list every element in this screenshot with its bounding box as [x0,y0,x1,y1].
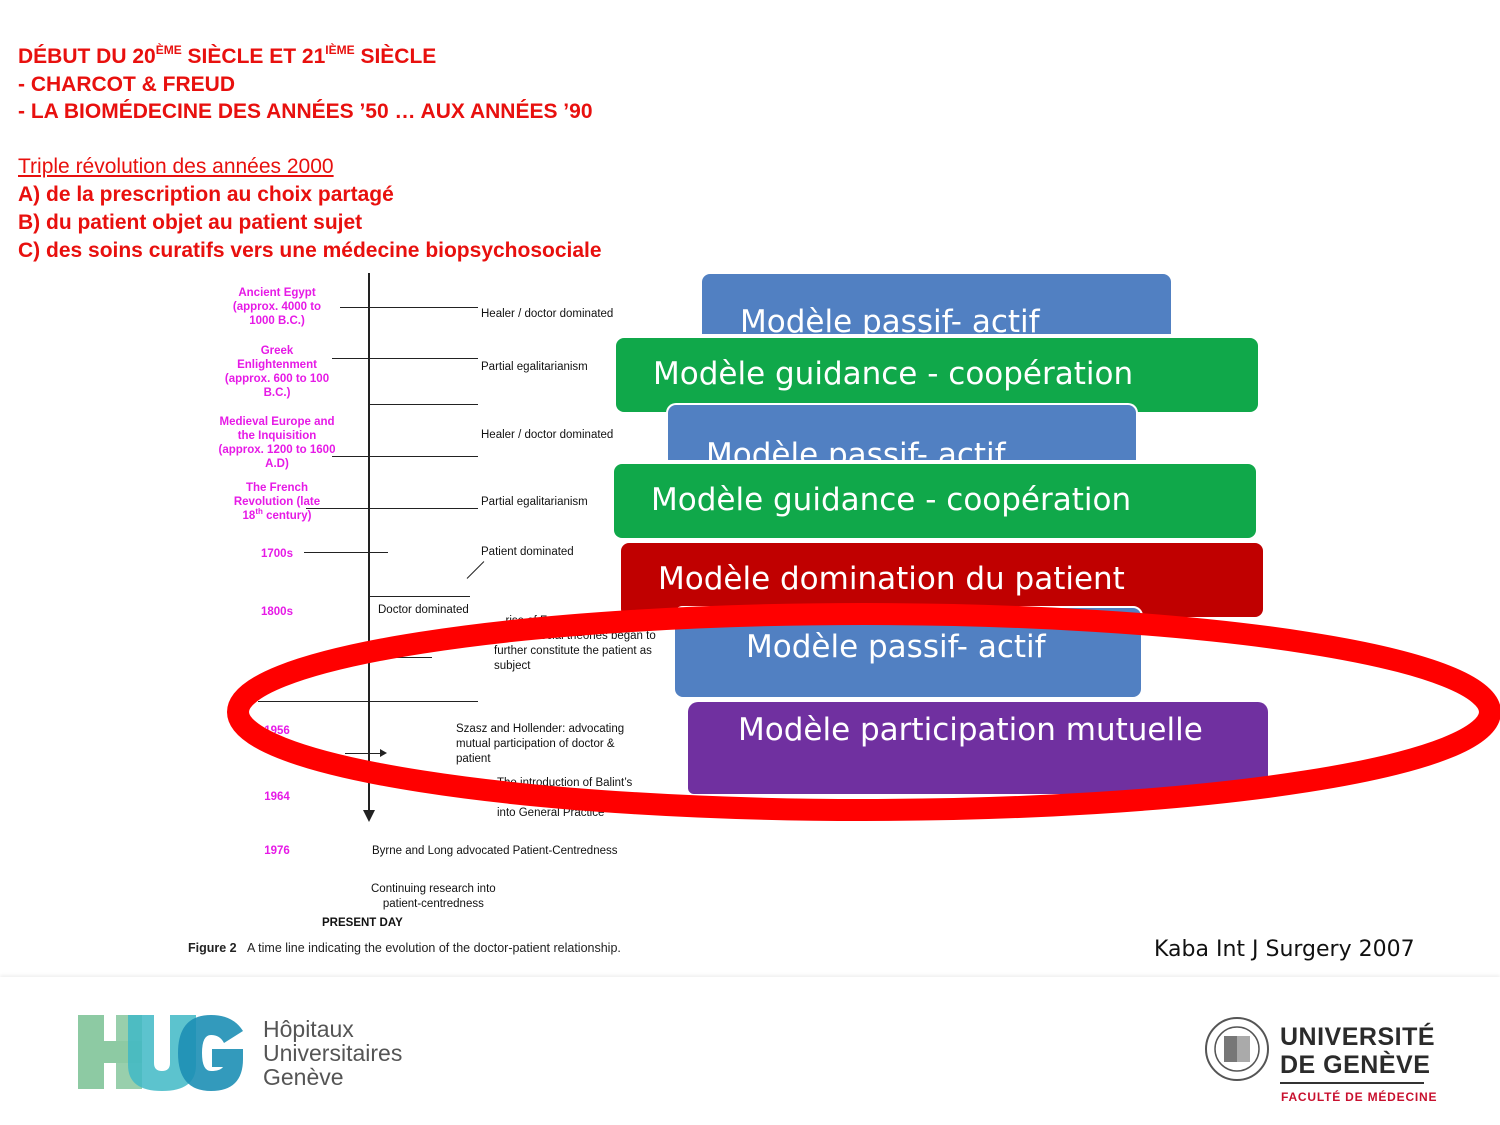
label-szasz-hollender: Szasz and Hollender: advocating mutual p… [456,723,625,765]
model-box-mutual-participation: Modèle participation mutuelle [688,702,1268,794]
title-line-1: DÉBUT DU 20ÈME SIÈCLE ET 21IÈME SIÈCLE [18,43,437,68]
timeline-connector [332,358,478,359]
hug-logo-icon [78,1015,243,1091]
point-b: B) du patient objet au patient sujet [18,211,363,234]
highlight-ellipse-shape [227,603,1500,821]
model-box-passive-active-1: Modèle passif- actif [702,274,1171,334]
timeline-axis [368,273,370,813]
era-1700s: 1700s [261,548,293,560]
citation: Kaba Int J Surgery 2007 [1154,937,1415,962]
label-partial-egalitarianism-2: Partial egalitarianism [481,496,588,508]
model-box-patient-domination: Modèle domination du patient [621,543,1263,617]
timeline-arrow-icon [363,810,375,822]
era-1976: 1976 [264,845,290,857]
model-box-guidance-1: Modèle guidance - coopération [616,338,1258,412]
title-line-2: - CHARCOT & FREUD [18,73,235,96]
label-partial-egalitarianism-1: Partial egalitarianism [481,361,588,373]
label-byrne-long: Byrne and Long advocated Patient-Centred… [372,845,618,857]
unige-line-2: DE GENÈVE [1280,1051,1431,1079]
timeline-connector [332,456,478,457]
timeline-connector [345,753,383,754]
figure-caption: Figure 2 A time line indicating the evol… [188,941,621,955]
label-patient-dominated: Patient dominated [481,546,574,558]
label-healer-dominated-1: Healer / doctor dominated [481,308,614,320]
point-c: C) des soins curatifs vers une médecine … [18,239,602,262]
unige-seal-icon [1205,1017,1269,1081]
timeline-connector [370,657,432,658]
unige-divider [1280,1082,1424,1084]
title-line-3: - LA BIOMÉDECINE DES ANNÉES ’50 … AUX AN… [18,100,593,123]
label-present-day: PRESENT DAY [322,917,403,929]
point-a: A) de la prescription au choix partagé [18,183,394,206]
era-medieval-europe: Medieval Europe and the Inquisition (app… [218,416,336,470]
timeline-connector [306,508,478,509]
era-ancient-egypt: Ancient Egypt (approx. 4000 to 1000 B.C.… [232,287,322,327]
footer: Hôpitaux Universitaires Genève UNIVERSIT… [0,977,1500,1125]
model-box-guidance-2: Modèle guidance - coopération [614,464,1256,538]
era-1964: 1964 [264,791,290,803]
label-healer-dominated-2: Healer / doctor dominated [481,429,614,441]
era-1800s: 1800s [261,606,293,618]
timeline-connector [370,404,478,405]
label-doctor-dominated: Doctor dominated [378,604,469,616]
model-box-passive-active-2: Modèle passif- actif [666,403,1138,460]
arrowhead-icon [380,749,387,757]
subtitle: Triple révolution des années 2000 [18,155,334,178]
timeline-connector [304,552,388,553]
hug-word-3: Genève [263,1064,344,1090]
unige-line-1: UNIVERSITÉ [1280,1023,1436,1051]
hug-word-2: Universitaires [263,1040,403,1066]
label-continuing-research: Continuing research into patient-centred… [371,883,496,910]
era-french-revolution: The French Revolution (late 18th century… [233,482,321,522]
unige-faculty: FACULTÉ DE MÉDECINE [1281,1090,1438,1104]
era-greek-enlightenment: Greek Enlightenment (approx. 600 to 100 … [224,345,330,399]
timeline-connector [340,307,478,308]
timeline-connector [258,701,478,702]
timeline-connector [370,596,470,597]
hug-logo [78,1013,243,1091]
hug-word-1: Hôpitaux [263,1016,354,1042]
